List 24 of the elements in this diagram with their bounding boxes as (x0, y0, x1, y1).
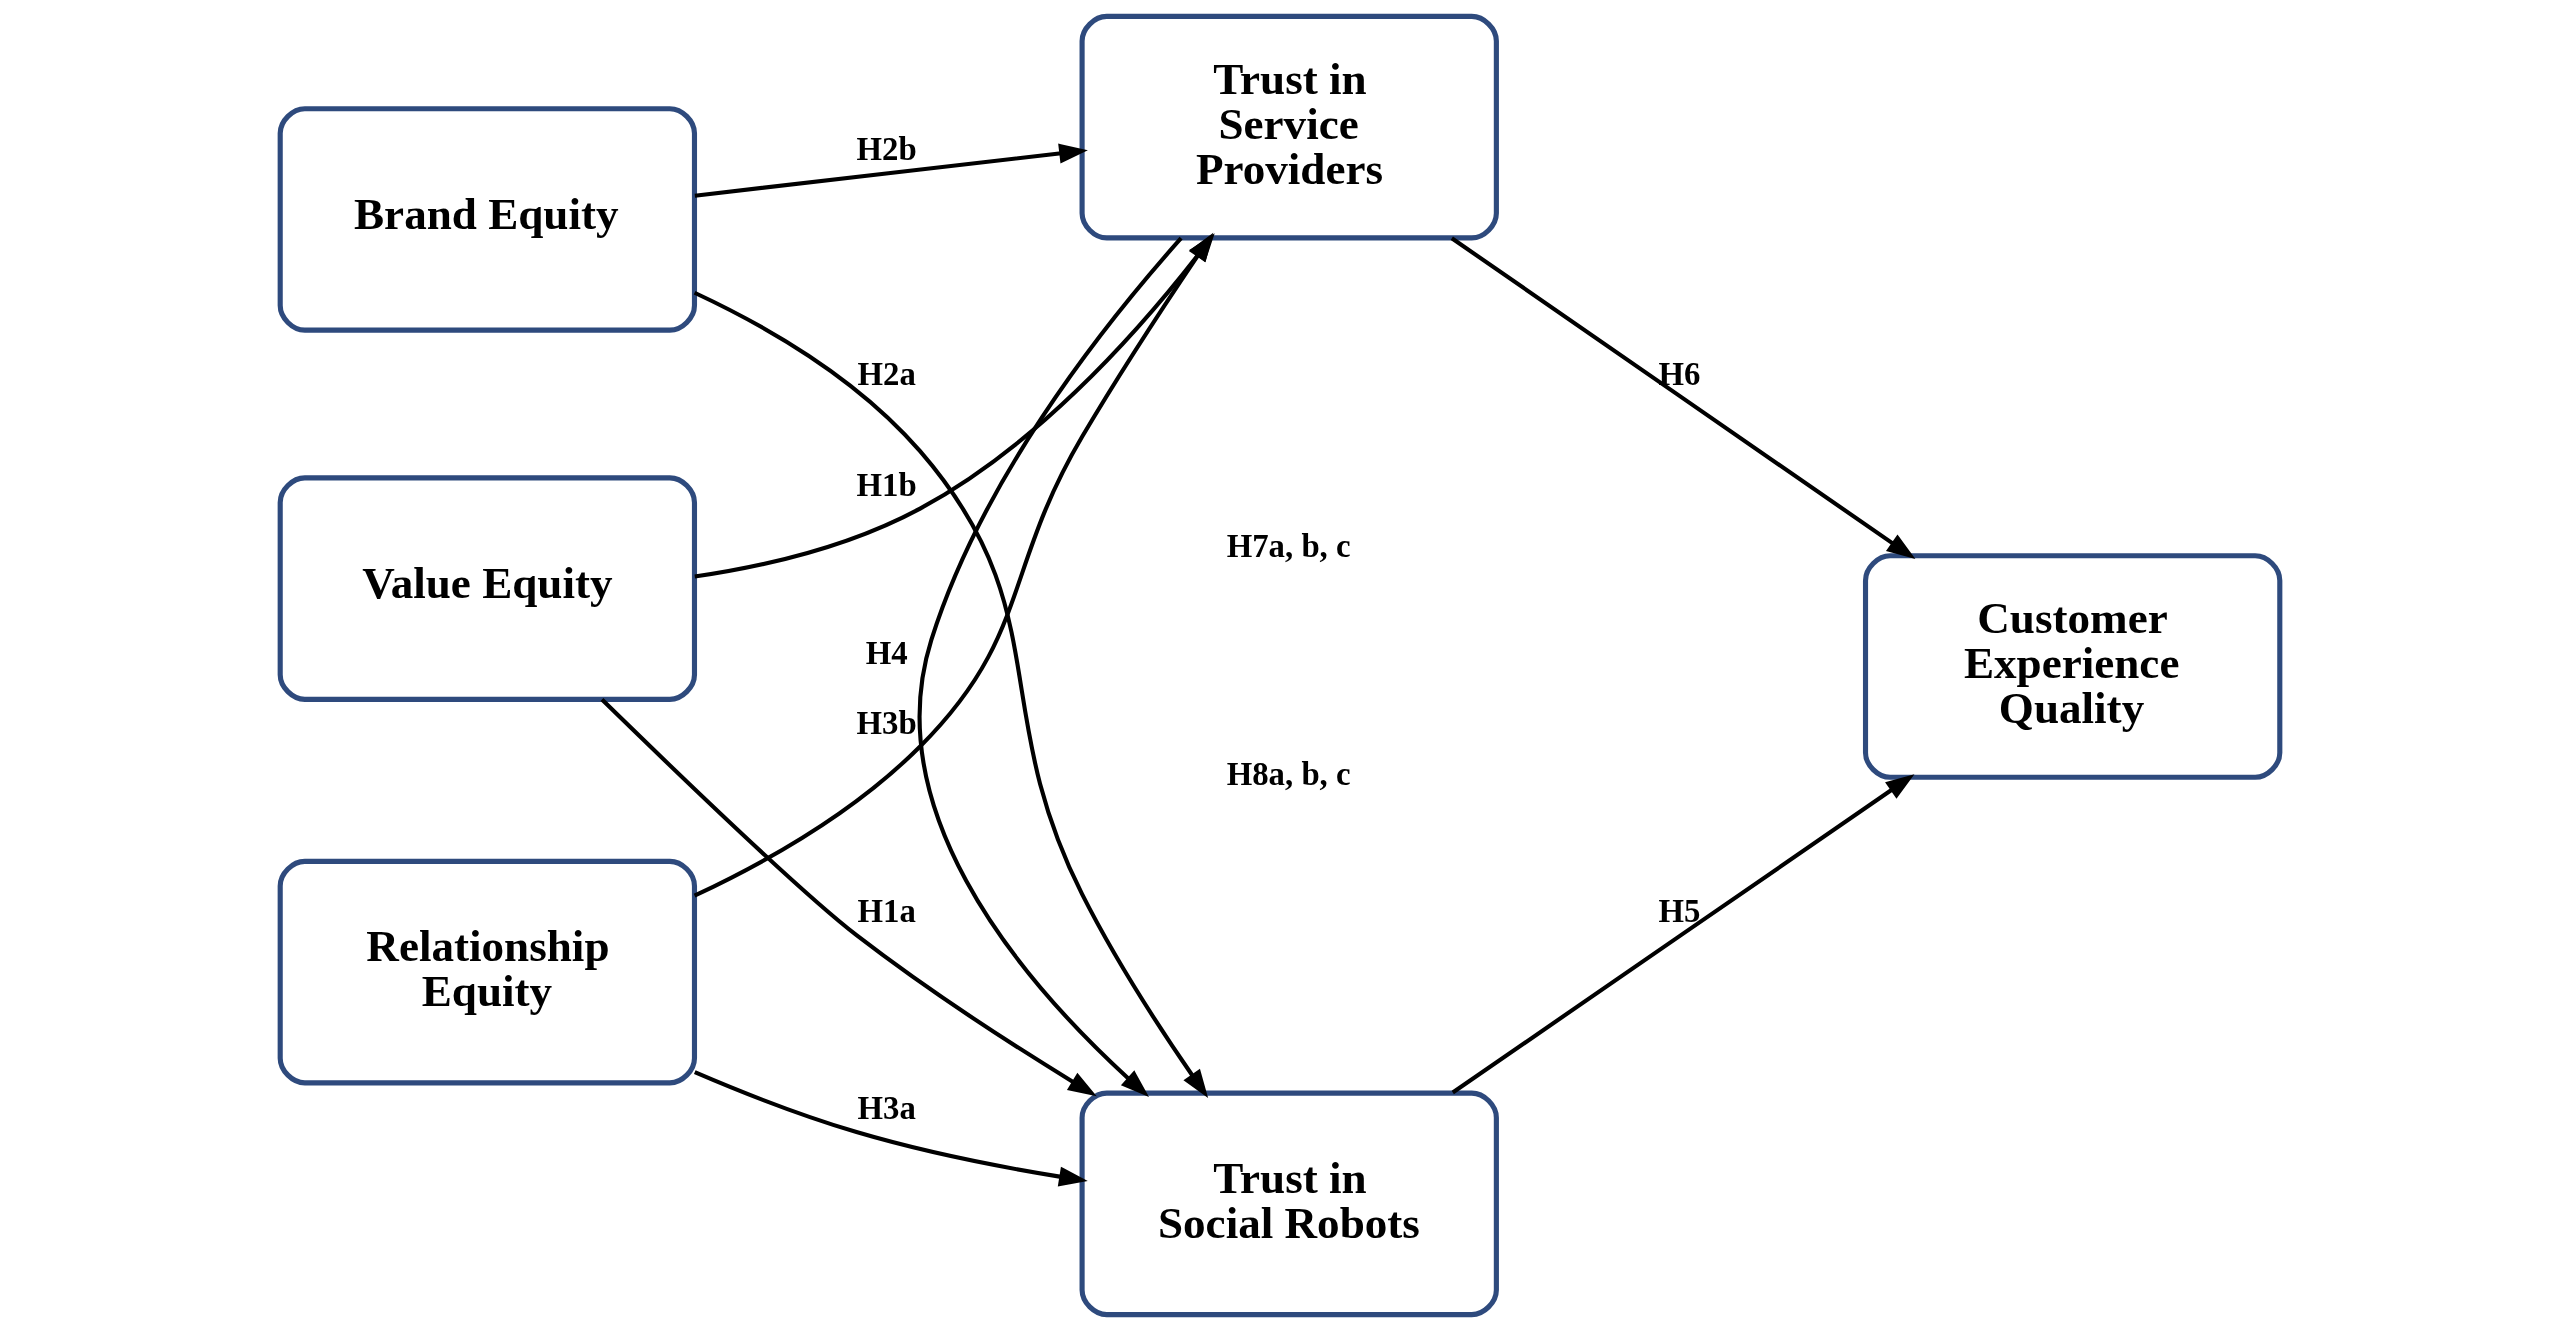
edge-label: H3a (857, 1090, 916, 1127)
edge-label: H3b (856, 704, 917, 741)
edge-label: H2a (857, 356, 916, 393)
edge-label: H2b (856, 130, 917, 167)
edge-label: H1b (856, 466, 917, 503)
label: H8a, b, c (1226, 756, 1351, 793)
edge-label: H1a (857, 893, 916, 930)
arrow (1450, 236, 1916, 560)
arrow (693, 1070, 1088, 1187)
edge-label: H5 (1658, 893, 1701, 930)
node-box: Trust in Social Robots (1079, 1090, 1499, 1318)
edge-label: H6 (1658, 356, 1701, 393)
arrow (694, 143, 1088, 198)
arrow (693, 290, 1209, 1099)
node-box: Brand Equity (277, 106, 698, 333)
node-box: Value Equity (277, 475, 698, 702)
edge-label: H4 (865, 635, 908, 672)
node-box: Customer Experience Quality (1862, 553, 2283, 780)
node-box: Trust in Service Providers (1079, 13, 1499, 241)
arrow (917, 236, 1183, 1098)
arrow (1451, 774, 1915, 1095)
label: H7a, b, c (1226, 528, 1351, 565)
arrow (600, 698, 1097, 1097)
node-box: Relationship Equity (277, 858, 698, 1086)
